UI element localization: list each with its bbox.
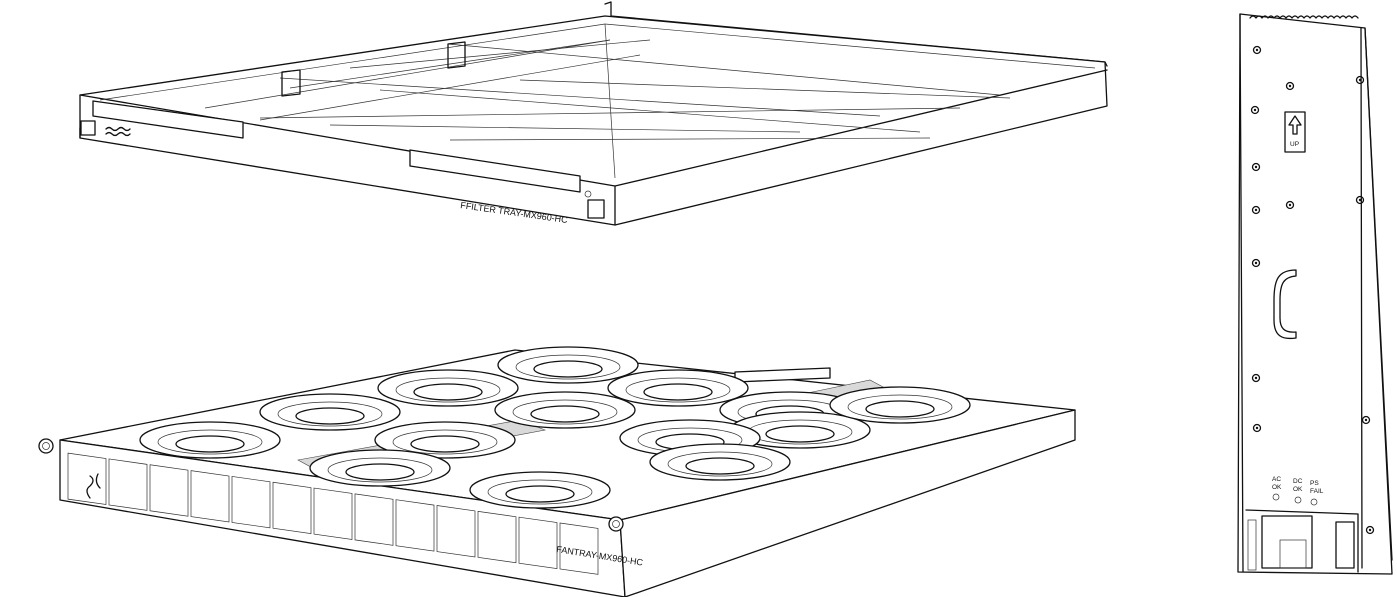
panel-slot: [518, 516, 558, 569]
fan: [377, 369, 519, 407]
power-supply: UP AC OK DC OK PS FAIL: [1237, 13, 1393, 575]
up-arrow-label: UP: [1290, 141, 1299, 148]
screw-icon: [1252, 423, 1262, 433]
fan-tray: FANTRAY-MX960-HC: [38, 346, 1076, 597]
filter-tray: FFILTER TRAY-MX960-HC: [79, 1, 1108, 226]
thumbscrew-icon[interactable]: [608, 516, 624, 532]
fan-array: [139, 346, 971, 509]
fan: [649, 443, 791, 481]
left-latch-icon[interactable]: [80, 120, 96, 136]
handle[interactable]: [1273, 269, 1297, 340]
fan: [139, 421, 281, 459]
led-label-ac: AC: [1272, 476, 1281, 483]
led-label-ps: PS: [1310, 480, 1319, 487]
panel-slot: [272, 481, 312, 535]
screw-icon: [1355, 195, 1365, 205]
led-label-dc-ok: OK: [1293, 486, 1303, 493]
panel-slot: [477, 510, 517, 564]
fan: [309, 449, 451, 487]
led-label-dc: DC: [1293, 478, 1303, 485]
fan: [374, 421, 516, 459]
panel-slot: [67, 452, 107, 505]
thumbscrew-icon[interactable]: [38, 438, 54, 454]
right-latch-icon[interactable]: [587, 199, 605, 219]
screw-icon: [1285, 200, 1295, 210]
panel-slot: [149, 464, 189, 517]
led-ps-fail: [1310, 498, 1318, 506]
vent-teeth: [1249, 15, 1359, 19]
panel-slot: [354, 493, 394, 546]
panel-slot: [436, 505, 476, 558]
front-panel-slots: [67, 452, 599, 575]
panel-slot: [108, 458, 148, 511]
screw-icon: [1250, 105, 1260, 115]
ejector-lever[interactable]: [1335, 521, 1355, 569]
fan: [494, 391, 636, 429]
power-inlet[interactable]: [1261, 515, 1313, 569]
panel-slot: [231, 476, 271, 529]
led-label-ps-fail: FAIL: [1310, 488, 1324, 495]
led-dc-ok: [1294, 496, 1302, 504]
panel-slot: [395, 499, 435, 552]
screw-icon: [1285, 81, 1295, 91]
fan: [607, 369, 749, 407]
fan: [259, 393, 401, 431]
screw-icon: [1355, 75, 1365, 85]
panel-slot: [559, 522, 599, 575]
fan: [497, 346, 639, 384]
up-arrow-icon: [1284, 111, 1306, 153]
screw-icon: [1251, 162, 1261, 172]
screw-icon: [584, 190, 592, 198]
screw-icon: [1251, 258, 1261, 268]
fan: [829, 386, 971, 424]
fan: [469, 471, 611, 509]
screw-icon: [1365, 525, 1375, 535]
panel-slot: [313, 487, 353, 540]
screw-icon: [1251, 373, 1261, 383]
panel-slot: [190, 470, 230, 523]
screw-icon: [1361, 415, 1371, 425]
led-ac-ok: [1272, 493, 1280, 501]
airflow-icon: [105, 126, 131, 132]
screw-icon: [1251, 205, 1261, 215]
screw-icon: [1252, 45, 1262, 55]
led-label-ac-ok: OK: [1272, 484, 1282, 491]
fan-icon: [86, 473, 101, 499]
mounting-screws: [1250, 45, 1375, 535]
